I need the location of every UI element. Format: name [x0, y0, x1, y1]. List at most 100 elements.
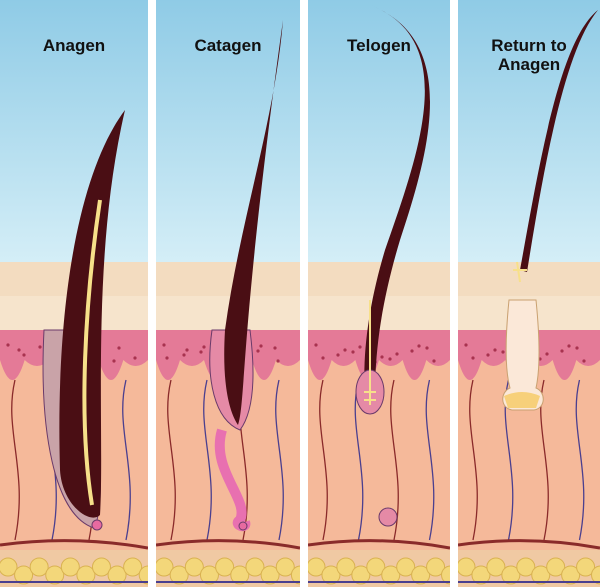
old-hair-root — [513, 261, 527, 283]
old-hair-shaft — [520, 10, 598, 272]
capillary-dot — [545, 352, 549, 356]
capillary-dot — [276, 359, 280, 363]
capillary-dot — [493, 348, 497, 352]
fat-cell — [275, 557, 295, 577]
artery — [0, 539, 148, 550]
capillary-dot — [199, 350, 203, 354]
new-follicle — [502, 299, 544, 411]
blood-vessel — [425, 379, 435, 541]
capillary-dot — [395, 352, 399, 356]
capillary-dot — [380, 355, 384, 359]
epidermis-top — [156, 262, 300, 296]
hair-shaft — [224, 20, 283, 425]
fat-cell — [471, 565, 491, 585]
blood-vessel — [122, 379, 131, 541]
fat-cell — [14, 565, 34, 585]
panel-telogen — [308, 0, 450, 587]
label-anagen: Anagen — [42, 36, 106, 55]
capillary-dot — [388, 357, 392, 361]
label-catagen: Catagen — [194, 36, 262, 55]
fat-cell — [230, 565, 250, 585]
panel-catagen — [156, 0, 300, 587]
capillary-dot — [575, 346, 579, 350]
capillary-dot — [17, 348, 21, 352]
new-hair-bulb — [504, 392, 540, 408]
fat-cell — [351, 565, 371, 585]
fat-cell — [321, 565, 341, 585]
blood-vessel — [354, 379, 364, 541]
fat-cell — [336, 557, 356, 577]
capillary-dot — [432, 359, 436, 363]
capillary-dot — [117, 346, 121, 350]
hair-medulla — [82, 199, 102, 506]
blood-vessel — [469, 379, 478, 541]
blood-vessel — [275, 379, 284, 541]
blood-vessel — [319, 379, 328, 541]
capillary-dot — [38, 345, 42, 349]
papillary-dermis — [308, 330, 450, 380]
fat-cell — [91, 557, 111, 577]
capillary-dot — [343, 348, 347, 352]
capillary-dot — [112, 359, 116, 363]
capillary-dot — [256, 349, 260, 353]
capillary-dot — [471, 356, 475, 360]
fat-cell — [123, 557, 143, 577]
fat-cell — [561, 565, 581, 585]
blood-vessel — [167, 379, 176, 541]
capillary-dot — [582, 359, 586, 363]
fat-cell — [411, 565, 431, 585]
capillary-dot — [202, 345, 206, 349]
capillary-dot — [501, 350, 505, 354]
fat-cell — [441, 565, 450, 585]
capillary-dot — [486, 353, 490, 357]
capillary-dot — [425, 346, 429, 350]
hair-shaft — [59, 110, 125, 518]
fat-cell — [308, 557, 326, 577]
epidermis-top — [458, 262, 600, 296]
fat-cell — [458, 557, 476, 577]
fat-cell — [486, 557, 506, 577]
capillary-dot — [133, 356, 137, 360]
dermis — [308, 330, 450, 550]
sky — [0, 0, 148, 262]
artery — [458, 539, 600, 550]
fat-cell — [45, 565, 65, 585]
capillary-dot — [273, 346, 277, 350]
panel-anagen — [0, 0, 148, 587]
capillary-dot — [560, 349, 564, 353]
capillary-dot — [336, 353, 340, 357]
fat-cell — [76, 565, 96, 585]
fat-cell — [426, 557, 446, 577]
sky — [156, 0, 300, 262]
fat-cell — [290, 565, 300, 585]
capillary-dot — [165, 356, 169, 360]
fat-cell — [396, 557, 416, 577]
capillary-dot — [464, 343, 468, 347]
fat-cell — [184, 557, 204, 577]
blood-vessel — [575, 379, 585, 541]
fat-cell — [60, 557, 80, 577]
dermal-papilla — [238, 521, 248, 531]
fat-cell — [531, 565, 551, 585]
capillary-dot — [358, 345, 362, 349]
capillary-dot — [22, 353, 26, 357]
fat-cell — [366, 557, 386, 577]
fat-cell — [591, 565, 600, 585]
capillary-dot — [314, 343, 318, 347]
label-return-to-anagen: Return to Anagen — [491, 36, 567, 74]
fat-cell — [501, 565, 521, 585]
blood-vessel — [203, 379, 212, 541]
panel-return — [458, 0, 600, 587]
fat-cell — [107, 565, 127, 585]
fat-cell — [245, 557, 265, 577]
dermal-papilla — [91, 519, 103, 531]
capillary-dot — [417, 344, 421, 348]
fat-cell — [215, 557, 235, 577]
capillary-dot — [259, 344, 263, 348]
capillary-dot — [185, 348, 189, 352]
capillary-dot — [182, 353, 186, 357]
capillary-dot — [410, 349, 414, 353]
capillary-dot — [567, 344, 571, 348]
artery — [156, 539, 300, 550]
